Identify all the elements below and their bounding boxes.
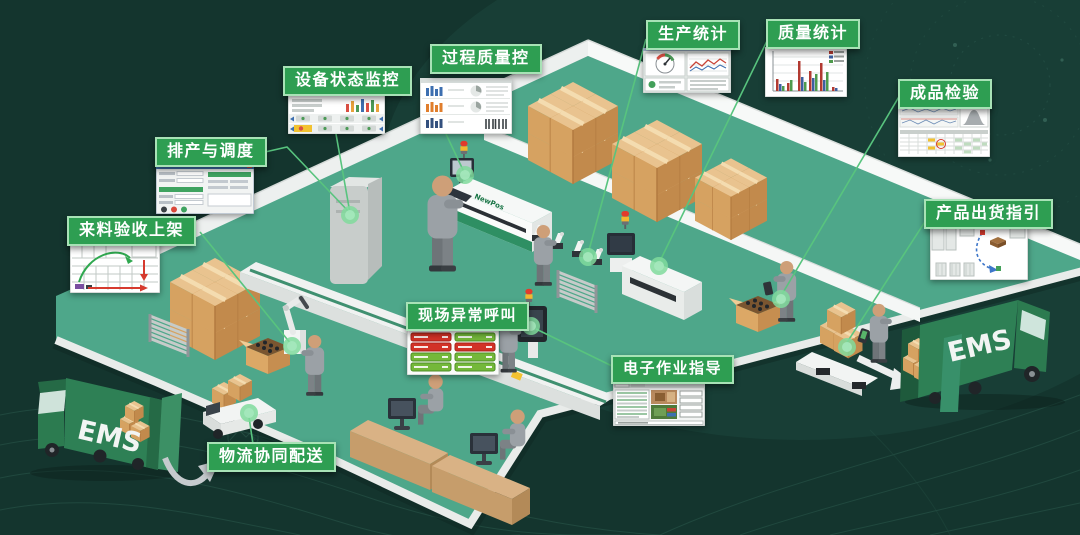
dot-final-inspection xyxy=(772,290,790,308)
thumbnail-equipment-monitoring xyxy=(288,92,385,134)
aoi-machine xyxy=(622,256,702,320)
callout-logistics-delivery-label: 物流协同配送 xyxy=(219,446,325,465)
dot-production-stats xyxy=(579,248,597,266)
callout-abnormal-call-label: 现场异常呼叫 xyxy=(418,306,518,324)
callout-abnormal-call[interactable]: 现场异常呼叫 xyxy=(406,302,530,332)
thumbnail-abnormal-call xyxy=(407,330,499,375)
callout-final-inspection-label: 成品检验 xyxy=(910,83,981,102)
connector-shipping-guide xyxy=(845,216,929,345)
pallet-glyph xyxy=(990,237,1006,248)
desk-monitor-2 xyxy=(470,433,498,465)
callout-equipment-monitoring-label: 设备状态监控 xyxy=(295,70,401,89)
callout-process-quality[interactable]: 过程质量控 xyxy=(430,44,542,75)
thumbnail-shipping-guide xyxy=(930,225,1028,280)
callout-shipping-guide[interactable]: 产品出货指引 xyxy=(924,199,1054,230)
dot-quality-stats xyxy=(650,257,668,275)
connector-incoming xyxy=(199,231,292,345)
ems-truck-left: EMS xyxy=(30,378,182,481)
delivery-car xyxy=(203,372,276,439)
dot-process-quality xyxy=(456,166,474,184)
callout-scheduling-label: 排产与调度 xyxy=(167,141,255,160)
callout-connectors xyxy=(199,38,929,445)
pallet-jack xyxy=(796,300,878,396)
thumbnail-incoming-map xyxy=(70,238,160,293)
dot-incoming xyxy=(283,337,301,355)
callout-process-quality-label: 过程质量控 xyxy=(442,48,530,67)
callout-scheduling[interactable]: 排产与调度 xyxy=(155,137,267,168)
callout-incoming-receiving[interactable]: 来料验收上架 xyxy=(67,216,197,247)
desk-monitor-1 xyxy=(388,398,416,430)
dot-scheduling xyxy=(341,206,359,224)
inspected-part xyxy=(763,281,774,296)
thumbnail-production-stats xyxy=(643,48,731,93)
callout-quality-stats[interactable]: 质量统计 xyxy=(766,19,861,50)
callout-incoming-receiving-label: 来料验收上架 xyxy=(79,220,185,239)
thumbnail-process-quality xyxy=(420,78,512,134)
office-desk-2 xyxy=(432,409,530,525)
connector-process-quality xyxy=(445,133,465,173)
connector-production-stats xyxy=(587,38,647,255)
thumbnail-scheduling xyxy=(156,163,254,214)
ems-truck-right: EMS xyxy=(900,300,1065,412)
connector-e-work xyxy=(535,328,613,367)
callout-quality-stats-label: 质量统计 xyxy=(778,23,849,42)
smt-printer-machine: NewPos xyxy=(450,178,552,252)
callout-e-work-instruction-label: 电子作业指导 xyxy=(623,359,723,377)
handheld-scanner xyxy=(857,328,870,344)
callout-shipping-guide-label: 产品出货指引 xyxy=(936,203,1042,222)
connector-scheduling xyxy=(264,146,351,214)
connector-final-inspection xyxy=(780,94,901,297)
callout-logistics-delivery[interactable]: 物流协同配送 xyxy=(207,442,337,473)
thumbnail-e-work-instruction xyxy=(613,383,705,426)
equipment-cabinet xyxy=(330,177,382,284)
thumbnail-quality-stats xyxy=(765,47,847,97)
dot-shipping-guide xyxy=(838,338,856,356)
connector-equipment xyxy=(335,133,351,214)
thumbnail-final-inspection xyxy=(898,103,990,157)
connector-quality-stats xyxy=(658,40,768,264)
callout-e-work-instruction[interactable]: 电子作业指导 xyxy=(611,355,735,385)
callout-final-inspection[interactable]: 成品检验 xyxy=(898,79,993,110)
callout-equipment-monitoring[interactable]: 设备状态监控 xyxy=(283,66,413,97)
callout-production-stats-label: 生产统计 xyxy=(658,24,729,43)
callout-production-stats[interactable]: 生产统计 xyxy=(646,20,741,51)
dot-logistics xyxy=(240,404,258,422)
